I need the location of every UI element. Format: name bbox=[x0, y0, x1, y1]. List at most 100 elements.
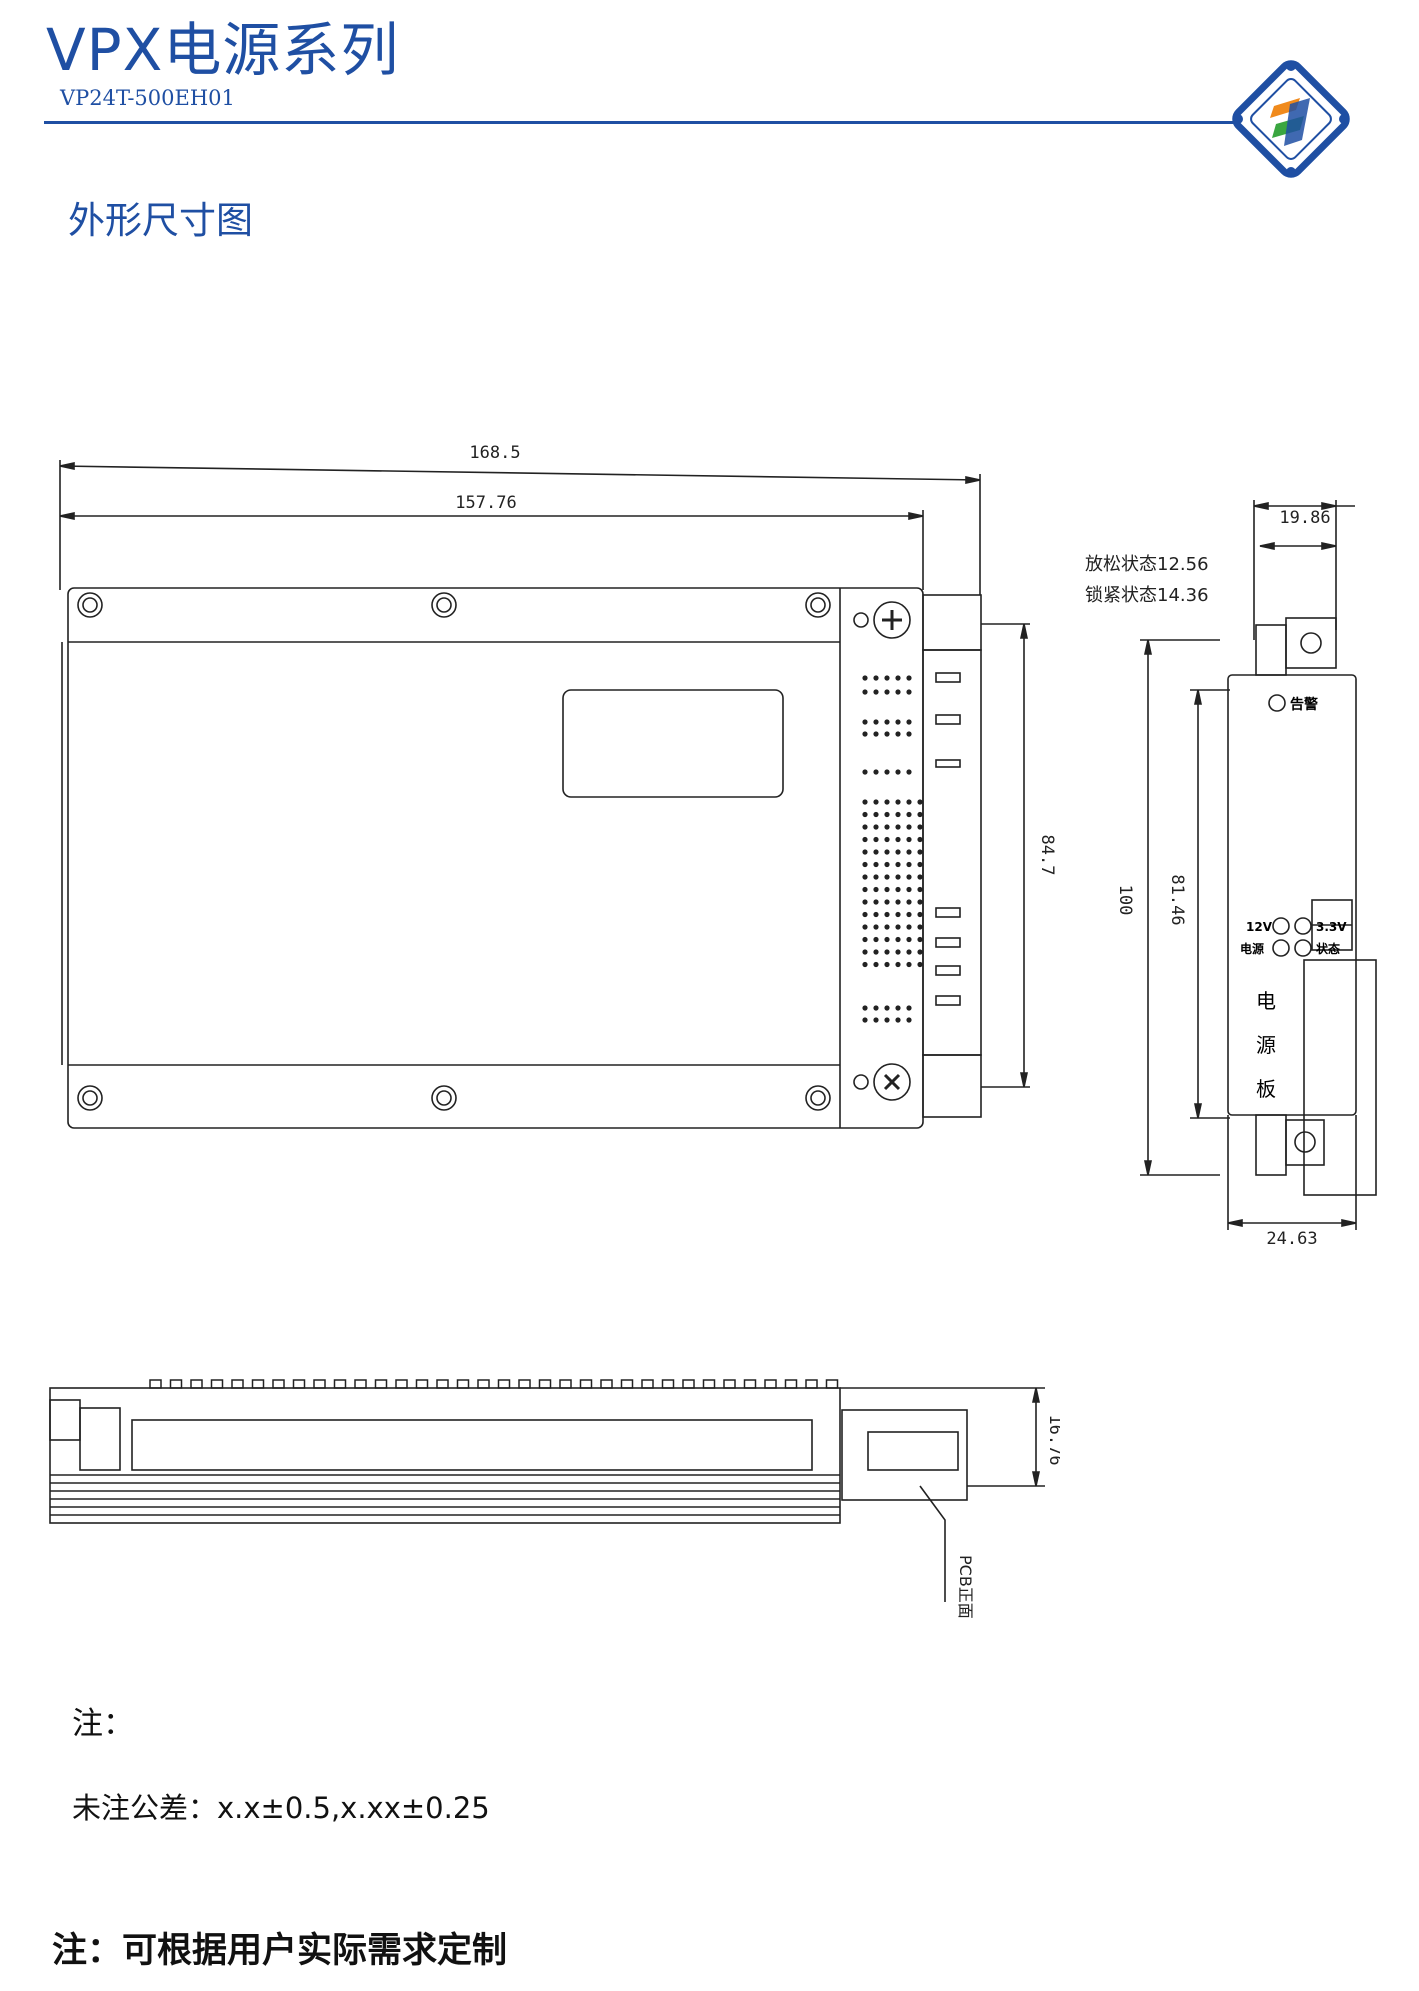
led-power-label: 电源 bbox=[1240, 941, 1264, 956]
fin-tooth bbox=[354, 1379, 367, 1389]
vent-hole bbox=[884, 824, 890, 830]
vent-hole bbox=[873, 861, 879, 868]
fin-tooth bbox=[415, 1379, 429, 1389]
vent-hole bbox=[917, 961, 923, 968]
fin-tooth bbox=[723, 1379, 736, 1389]
panel-char-1: 电 bbox=[1256, 989, 1276, 1013]
vent-hole bbox=[862, 936, 868, 943]
vent-hole bbox=[862, 861, 868, 868]
vent-hole bbox=[895, 961, 901, 968]
vent-hole bbox=[895, 769, 901, 775]
vent-hole bbox=[906, 961, 912, 968]
vent-hole bbox=[884, 719, 890, 725]
vent-hole bbox=[862, 949, 868, 955]
led-status-label: 状态 bbox=[1316, 941, 1340, 956]
led-3v3-label: 3.3V bbox=[1316, 920, 1347, 934]
vent-hole bbox=[895, 799, 901, 805]
vent-hole bbox=[895, 861, 901, 868]
vent-holes bbox=[862, 675, 923, 1023]
fin-tooth bbox=[764, 1379, 777, 1389]
dim-width: 24.63 bbox=[1266, 1229, 1317, 1249]
model-code: VP24T-500EH01 bbox=[60, 86, 235, 110]
top-view-drawing: 16.76 PCB正面 bbox=[49, 1379, 1060, 1619]
fin-tooth bbox=[251, 1379, 265, 1389]
fin-tooth bbox=[579, 1379, 593, 1389]
vent-hole bbox=[884, 1017, 890, 1023]
vent-hole bbox=[906, 799, 912, 805]
vent-hole bbox=[895, 1005, 901, 1011]
fin-tooth bbox=[210, 1379, 224, 1389]
vent-hole bbox=[862, 811, 868, 818]
vent-hole bbox=[895, 731, 901, 737]
pcb-front-label: PCB正面 bbox=[956, 1555, 975, 1619]
vent-hole bbox=[884, 1005, 890, 1011]
vent-hole bbox=[895, 911, 901, 918]
vent-hole bbox=[862, 911, 868, 918]
vent-hole bbox=[884, 899, 890, 905]
fin-tooth bbox=[149, 1379, 162, 1389]
vent-hole bbox=[884, 886, 890, 893]
vent-hole bbox=[906, 861, 912, 868]
note-label: 注： bbox=[72, 1706, 134, 1742]
vent-hole bbox=[895, 949, 901, 955]
fin-tooth bbox=[805, 1379, 818, 1389]
vent-hole bbox=[873, 836, 879, 843]
led-12v-label: 12V bbox=[1246, 920, 1273, 934]
vent-hole bbox=[884, 769, 890, 775]
vent-hole bbox=[862, 799, 868, 805]
vent-hole bbox=[862, 874, 868, 880]
vent-hole bbox=[895, 811, 901, 818]
dim-depth: 19.86 bbox=[1279, 508, 1330, 528]
fin-tooth bbox=[333, 1379, 347, 1389]
vent-hole bbox=[884, 861, 890, 868]
vent-hole bbox=[873, 886, 879, 893]
vent-hole bbox=[895, 689, 901, 695]
vent-hole bbox=[873, 731, 879, 737]
front-view-drawing: 168.5 157.76 84.7 bbox=[59, 443, 1057, 1129]
vent-hole bbox=[906, 849, 912, 855]
vent-hole bbox=[862, 769, 868, 775]
fin-tooth bbox=[641, 1379, 654, 1389]
vent-hole bbox=[873, 961, 879, 968]
fin-tooth bbox=[620, 1379, 634, 1389]
fin-tooth bbox=[169, 1379, 183, 1389]
vent-hole bbox=[906, 836, 912, 843]
vent-hole bbox=[917, 824, 923, 830]
vent-hole bbox=[906, 689, 912, 695]
vent-hole bbox=[917, 799, 923, 805]
vent-hole bbox=[906, 949, 912, 955]
side-view-drawing: 19.86 放松状态12.56 锁紧状态14.36 100 81.46 24.6… bbox=[1085, 500, 1377, 1249]
fin-tooth bbox=[600, 1379, 613, 1389]
fin-tooth bbox=[682, 1379, 695, 1389]
vent-hole bbox=[862, 1005, 868, 1011]
locked-state-label: 锁紧状态14.36 bbox=[1085, 585, 1209, 606]
vent-hole bbox=[917, 936, 923, 943]
vent-hole bbox=[873, 849, 879, 855]
vent-hole bbox=[895, 886, 901, 893]
vent-hole bbox=[873, 924, 879, 930]
vent-hole bbox=[884, 731, 890, 737]
panel-char-3: 板 bbox=[1256, 1077, 1276, 1101]
dim-height: 100 bbox=[1115, 885, 1135, 916]
vent-hole bbox=[862, 1017, 868, 1023]
vent-hole bbox=[884, 936, 890, 943]
fin-tooth bbox=[743, 1379, 757, 1389]
fin-tooth bbox=[374, 1379, 388, 1389]
vent-hole bbox=[917, 886, 923, 893]
vent-hole bbox=[906, 675, 912, 681]
vent-hole bbox=[917, 899, 923, 905]
vent-hole bbox=[862, 675, 868, 681]
vent-hole bbox=[873, 824, 879, 830]
vent-hole bbox=[895, 1017, 901, 1023]
fin-tooth bbox=[395, 1379, 408, 1389]
fin-tooth bbox=[497, 1379, 511, 1389]
section-title: 外形尺寸图 bbox=[68, 199, 253, 242]
vent-hole bbox=[917, 949, 923, 955]
vent-hole bbox=[917, 849, 923, 855]
vent-hole bbox=[917, 911, 923, 918]
vent-hole bbox=[895, 824, 901, 830]
vent-hole bbox=[884, 924, 890, 930]
fin-tooth bbox=[825, 1379, 839, 1389]
vent-hole bbox=[873, 899, 879, 905]
vent-hole bbox=[917, 924, 923, 930]
